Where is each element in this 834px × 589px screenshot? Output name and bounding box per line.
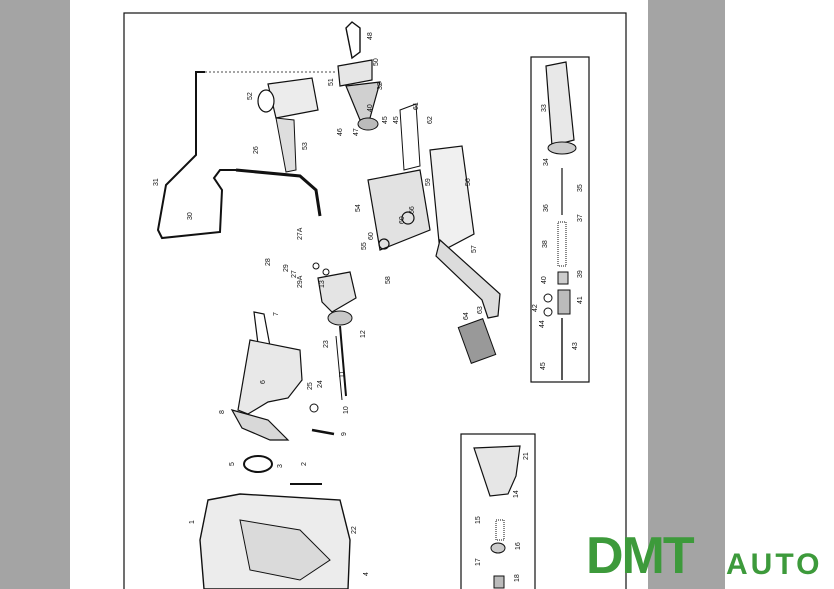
part-number-label: 27A [297,227,304,240]
part-number-label: 17 [475,558,482,566]
part-number-label: 59 [425,178,432,186]
part-number-label: 58 [385,276,392,284]
part-number-label: 26 [253,146,260,154]
part-number-label: 21 [523,452,530,460]
part-number-label: 39 [577,270,584,278]
part-number-label: 55 [361,242,368,250]
part-number-label: 24 [317,380,324,388]
clutch-housing [199,493,351,589]
part-number-label: 44 [539,320,546,328]
inset-box-slave-cylinder [530,56,590,383]
part-number-label: 32 [377,82,384,90]
part-number-label: 40 [541,276,548,284]
part-number-label: 22 [351,526,358,534]
part-number-label: 45 [393,116,400,124]
part-number-label: 33 [541,104,548,112]
part-number-label: 63 [477,306,484,314]
part-number-label: 14 [513,490,520,498]
part-number-label: 18 [514,574,521,582]
pedal-box [367,103,501,364]
flexible-hose [235,168,322,217]
part-number-label: 30 [187,212,194,220]
part-number-label: 41 [577,296,584,304]
part-number-label: 36 [543,204,550,212]
part-number-label: 50 [373,58,380,66]
part-number-label: 35 [577,184,584,192]
pedal-master-cylinder [337,21,381,131]
part-number-label: 46 [337,128,344,136]
part-number-label: 34 [543,158,550,166]
part-number-label: 57 [471,245,478,253]
inset-bottom-labels: 21 14 15 16 17 18 [475,452,530,582]
part-number-label: 60 [399,216,406,224]
watermark-suffix: AUTO [726,548,823,581]
part-number-label: 3 [277,464,284,468]
part-number-label: 29A [297,275,304,288]
slave-cylinder [317,271,357,401]
part-number-label: 54 [355,204,362,212]
part-number-label: 48 [367,32,374,40]
part-number-label: 47 [353,128,360,136]
left-gray-margin [0,0,70,589]
part-number-label: 2 [301,462,308,466]
part-number-label: 27 [291,270,298,278]
part-number-label: 51 [328,78,335,86]
part-number-label: 29 [283,264,290,272]
fluid-reservoir [257,77,319,173]
part-number-label: 13 [319,280,326,288]
watermark-brand: DMT [586,527,695,585]
part-number-label: 4 [363,572,370,576]
inset-master-cylinder-parts [473,445,521,589]
part-number-label: 6 [260,380,267,384]
inset-slave-cylinder-parts [543,61,577,380]
part-number-label: 25 [307,382,314,390]
part-number-label: 1 [189,520,196,524]
part-number-label: 45 [382,116,389,124]
part-number-label: 10 [343,406,350,414]
part-number-label: 66 [409,206,416,214]
part-number-label: 60 [368,232,375,240]
part-number-label: 8 [219,410,226,414]
part-number-label: 12 [360,330,367,338]
part-number-label: 40 [367,104,374,112]
part-number-label: 28 [265,258,272,266]
part-number-label: 45 [540,362,547,370]
part-number-label: 56 [465,178,472,186]
part-number-label: 9 [341,432,348,436]
part-number-label: 11 [339,371,346,378]
part-number-label: 43 [572,342,579,350]
inset-box-master-cylinder [460,433,536,589]
part-number-label: 53 [302,142,309,150]
part-number-label: 37 [577,214,584,222]
dmt-auto-watermark: DMT AUTO [586,528,826,588]
part-number-label: 38 [542,240,549,248]
part-number-label: 7 [273,312,280,316]
part-number-label: 61 [413,102,420,110]
right-gray-margin [648,0,725,589]
small-parts [243,211,415,485]
part-number-label: 64 [463,312,470,320]
part-number-label: 5 [229,462,236,466]
diagram-frame [123,12,627,589]
hydraulic-pipe [156,71,236,240]
part-number-label: 31 [153,178,160,186]
part-number-label: 16 [515,542,522,550]
part-number-label: 15 [475,516,482,524]
part-number-label: 62 [427,116,434,124]
mounting-bracket [230,311,303,441]
part-number-label: 52 [247,92,254,100]
part-number-label: 42 [532,304,539,312]
part-number-label: 23 [323,340,330,348]
